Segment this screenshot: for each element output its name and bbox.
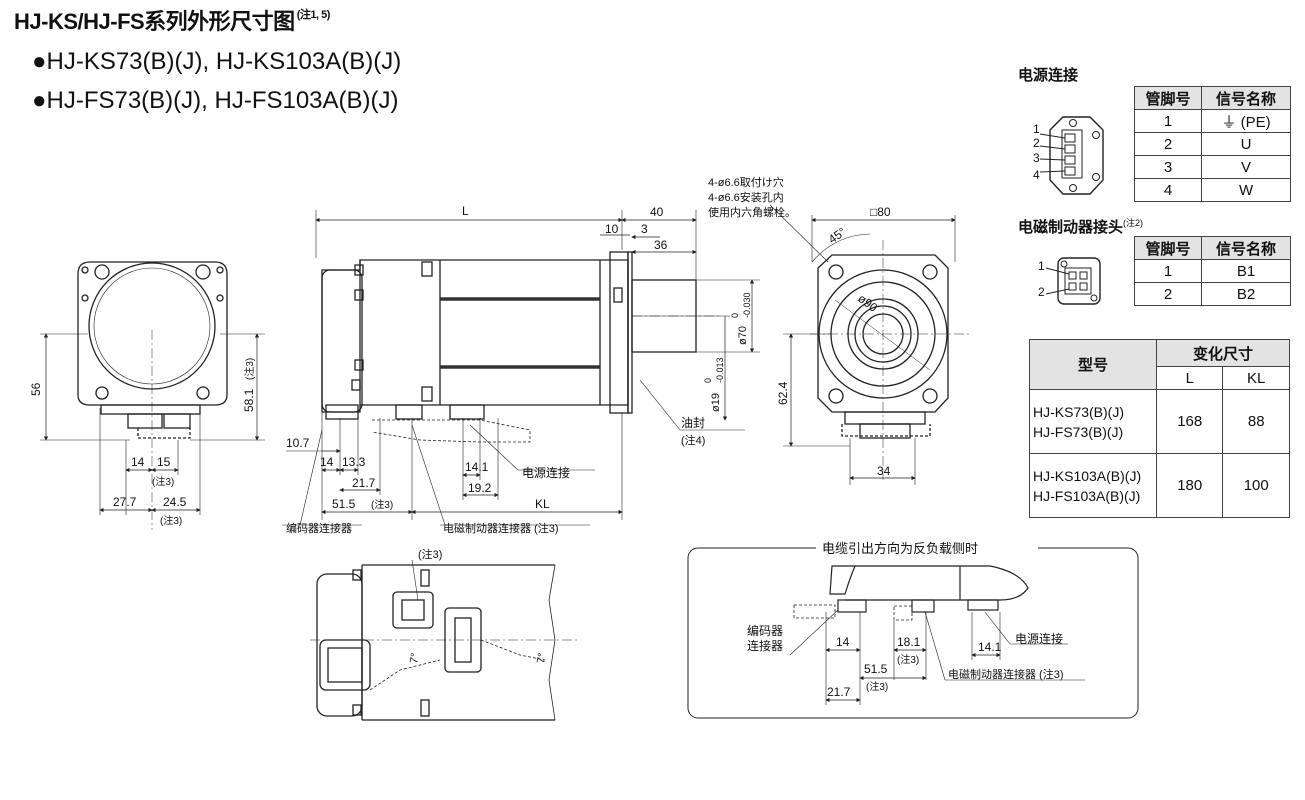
svg-text:4-ø6.6安装孔内: 4-ø6.6安装孔内	[708, 190, 784, 204]
svg-text:14: 14	[131, 455, 145, 469]
svg-text:62.4: 62.4	[776, 381, 790, 405]
svg-text:(注3): (注3)	[897, 653, 919, 666]
model-line-ks: ●HJ-KS73(B)(J), HJ-KS103A(B)(J)	[32, 48, 402, 75]
svg-text:14.1: 14.1	[978, 640, 1002, 654]
svg-text:27.7: 27.7	[113, 495, 137, 509]
svg-text:电源连接: 电源连接	[522, 465, 570, 480]
model-line-fs: ●HJ-FS73(B)(J), HJ-FS103A(B)(J)	[32, 87, 399, 114]
svg-text:21.7: 21.7	[352, 476, 376, 490]
svg-text:7°: 7°	[535, 652, 549, 664]
reverse-cable-motor	[829, 565, 1029, 613]
svg-text:14: 14	[836, 635, 850, 649]
svg-text:10.7: 10.7	[286, 436, 310, 450]
table-row: 1⏚ (PE)	[1133, 109, 1291, 133]
svg-text:(注3): (注3)	[371, 498, 393, 511]
svg-text:0: 0	[703, 378, 713, 383]
rear-view	[77, 261, 228, 439]
svg-text:2: 2	[1038, 285, 1045, 299]
svg-text:编码器: 编码器	[747, 623, 783, 638]
svg-text:(注3): (注3)	[866, 680, 888, 693]
svg-text:编码器连接器: 编码器连接器	[286, 521, 352, 535]
svg-text:3: 3	[1033, 151, 1040, 165]
svg-text:-0.030: -0.030	[742, 292, 752, 318]
svg-text:3: 3	[641, 222, 648, 236]
brake-connector-icon	[1045, 257, 1101, 305]
svg-text:0: 0	[730, 313, 740, 318]
svg-text:(注3): (注3)	[160, 514, 182, 527]
brake-connector-title: 电磁制动器接头(注2)	[1018, 218, 1144, 236]
svg-text:1: 1	[1038, 259, 1045, 273]
svg-text:(注4): (注4)	[681, 433, 705, 447]
model-header: 型号	[1029, 339, 1157, 390]
svg-text:19.2: 19.2	[468, 481, 492, 495]
table-row: HJ-KS103A(B)(J) HJ-FS103A(B)(J) 180 100	[1029, 453, 1290, 518]
svg-text:2: 2	[1033, 136, 1040, 150]
svg-text:(注3): (注3)	[152, 475, 174, 488]
svg-text:56: 56	[29, 382, 43, 396]
svg-text:KL: KL	[535, 497, 550, 511]
svg-text:(注3): (注3)	[418, 547, 442, 561]
svg-text:ø19: ø19	[710, 393, 722, 412]
power-connection-title: 电源连接	[1018, 67, 1079, 84]
svg-text:14.1: 14.1	[465, 460, 489, 474]
svg-text:(注3): (注3)	[243, 358, 256, 380]
top-view	[316, 564, 556, 721]
svg-text:L: L	[462, 204, 469, 218]
svg-text:ø70: ø70	[737, 326, 749, 345]
svg-text:7°: 7°	[408, 652, 422, 664]
svg-text:油封: 油封	[681, 416, 705, 430]
svg-text:1: 1	[1033, 122, 1040, 136]
svg-text:18.1: 18.1	[897, 635, 921, 649]
svg-text:58.1: 58.1	[242, 388, 256, 412]
svg-text:电磁制动器连接器 (注3): 电磁制动器连接器 (注3)	[443, 521, 559, 535]
svg-text:□80: □80	[870, 205, 891, 219]
power-connector-icon	[1039, 116, 1104, 195]
pin-no-header: 管脚号	[1133, 86, 1203, 110]
svg-text:电磁制动器连接器 (注3): 电磁制动器连接器 (注3)	[948, 667, 1064, 681]
svg-text:51.5: 51.5	[864, 662, 888, 676]
svg-text:4-ø6.6取付け穴: 4-ø6.6取付け穴	[708, 175, 784, 189]
svg-text:-0.013: -0.013	[715, 357, 725, 383]
svg-text:10: 10	[605, 222, 619, 236]
signal-name-header: 信号名称	[1201, 86, 1291, 110]
svg-text:45°: 45°	[826, 224, 849, 246]
svg-text:40: 40	[650, 205, 664, 219]
svg-text:电缆引出方向为反负载侧时: 电缆引出方向为反负载侧时	[822, 541, 978, 556]
svg-text:36: 36	[654, 238, 668, 252]
svg-text:连接器: 连接器	[747, 638, 783, 653]
svg-text:电源连接: 电源连接	[1015, 631, 1063, 646]
page-title: HJ-KS/HJ-FS系列外形尺寸图(注1, 5)	[14, 9, 330, 34]
svg-text:13.3: 13.3	[342, 455, 366, 469]
side-view	[321, 251, 720, 420]
svg-text:15: 15	[157, 455, 171, 469]
svg-text:4: 4	[1033, 168, 1040, 182]
svg-text:14: 14	[320, 455, 334, 469]
svg-text:ø90: ø90	[855, 291, 880, 315]
svg-text:使用内六角螺栓。: 使用内六角螺栓。	[708, 205, 796, 219]
svg-text:34: 34	[877, 464, 891, 478]
svg-text:21.7: 21.7	[827, 685, 851, 699]
svg-text:51.5: 51.5	[332, 497, 356, 511]
variable-dims-table: 型号 变化尺寸 L KL HJ-KS73(B)(J) HJ-FS73(B)(J)…	[1029, 339, 1290, 518]
svg-text:24.5: 24.5	[163, 495, 187, 509]
